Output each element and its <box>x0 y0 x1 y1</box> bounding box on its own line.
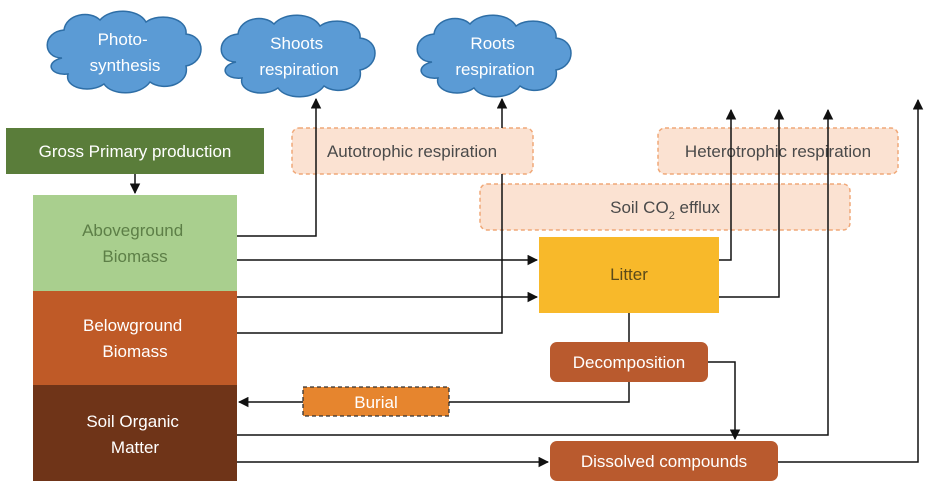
soil-co2-label: Soil CO2 efflux <box>610 198 720 222</box>
photosynthesis-label: Photo- synthesis <box>90 30 161 75</box>
decomposition-rect <box>550 342 708 382</box>
belowground-rect <box>33 291 237 385</box>
heterotrophic-label: Heterotrophic respiration <box>685 142 871 161</box>
decomposition-to-dissolved-arrow <box>708 361 741 441</box>
autotrophic-respiration-box: Autotrophic respiration <box>291 127 534 175</box>
aboveground-label: Aboveground Biomass <box>82 221 188 266</box>
connectors <box>129 97 924 468</box>
dissolved-compounds-box: Dissolved compounds <box>550 441 778 481</box>
litter-rect <box>539 237 719 313</box>
autotrophic-rect <box>291 127 534 175</box>
aboveground-rect <box>33 195 237 291</box>
decomposition-to-burial-line <box>449 382 630 403</box>
burial-label: Burial <box>354 393 397 412</box>
litter-to-heterotrophic-arrow-1 <box>719 108 737 261</box>
litter-to-heterotrophic-arrow-2 <box>719 108 785 298</box>
gpp-label: Gross Primary production <box>39 142 232 161</box>
decomposition-label: Decomposition <box>573 353 685 372</box>
soil-organic-to-heterotrophic-arrow <box>237 108 834 436</box>
litter-label: Litter <box>610 265 648 284</box>
burial-rect <box>302 386 450 417</box>
gpp-rect <box>6 128 264 174</box>
soil-co2-efflux-box: Soil CO2 efflux <box>479 183 851 231</box>
belowground-to-autotrophic-line <box>237 174 503 334</box>
soil-co2-rect <box>479 183 851 231</box>
soil-organic-matter-box: Soil Organic Matter <box>33 385 237 481</box>
gross-primary-production-box: Gross Primary production <box>6 128 264 174</box>
aboveground-to-shoots-arrow <box>237 97 322 237</box>
cloud-shape <box>46 10 202 94</box>
shoots-respiration-cloud: Shoots respiration <box>220 14 376 98</box>
litter-box: Litter <box>539 237 719 313</box>
aboveground-biomass-box: Aboveground Biomass <box>33 195 237 291</box>
belowground-biomass-box: Belowground Biomass <box>33 291 237 385</box>
soil-organic-rect <box>33 385 237 481</box>
heterotrophic-rect <box>657 127 899 175</box>
roots-respiration-cloud: Roots respiration <box>416 14 572 98</box>
cloud-shape <box>416 14 572 98</box>
shoots-respiration-label: Shoots respiration <box>259 34 338 79</box>
decomposition-box: Decomposition <box>550 342 708 382</box>
autotrophic-label: Autotrophic respiration <box>327 142 497 161</box>
photosynthesis-cloud: Photo- synthesis <box>46 10 202 94</box>
dissolved-export-arrow <box>778 98 924 463</box>
dissolved-rect <box>550 441 778 481</box>
burial-box: Burial <box>302 386 450 417</box>
belowground-label: Belowground Biomass <box>83 316 187 361</box>
cloud-shape <box>220 14 376 98</box>
roots-respiration-label: Roots respiration <box>455 34 534 79</box>
dissolved-label: Dissolved compounds <box>581 452 747 471</box>
heterotrophic-respiration-box: Heterotrophic respiration <box>657 127 899 175</box>
soil-organic-label: Soil Organic Matter <box>86 412 183 457</box>
